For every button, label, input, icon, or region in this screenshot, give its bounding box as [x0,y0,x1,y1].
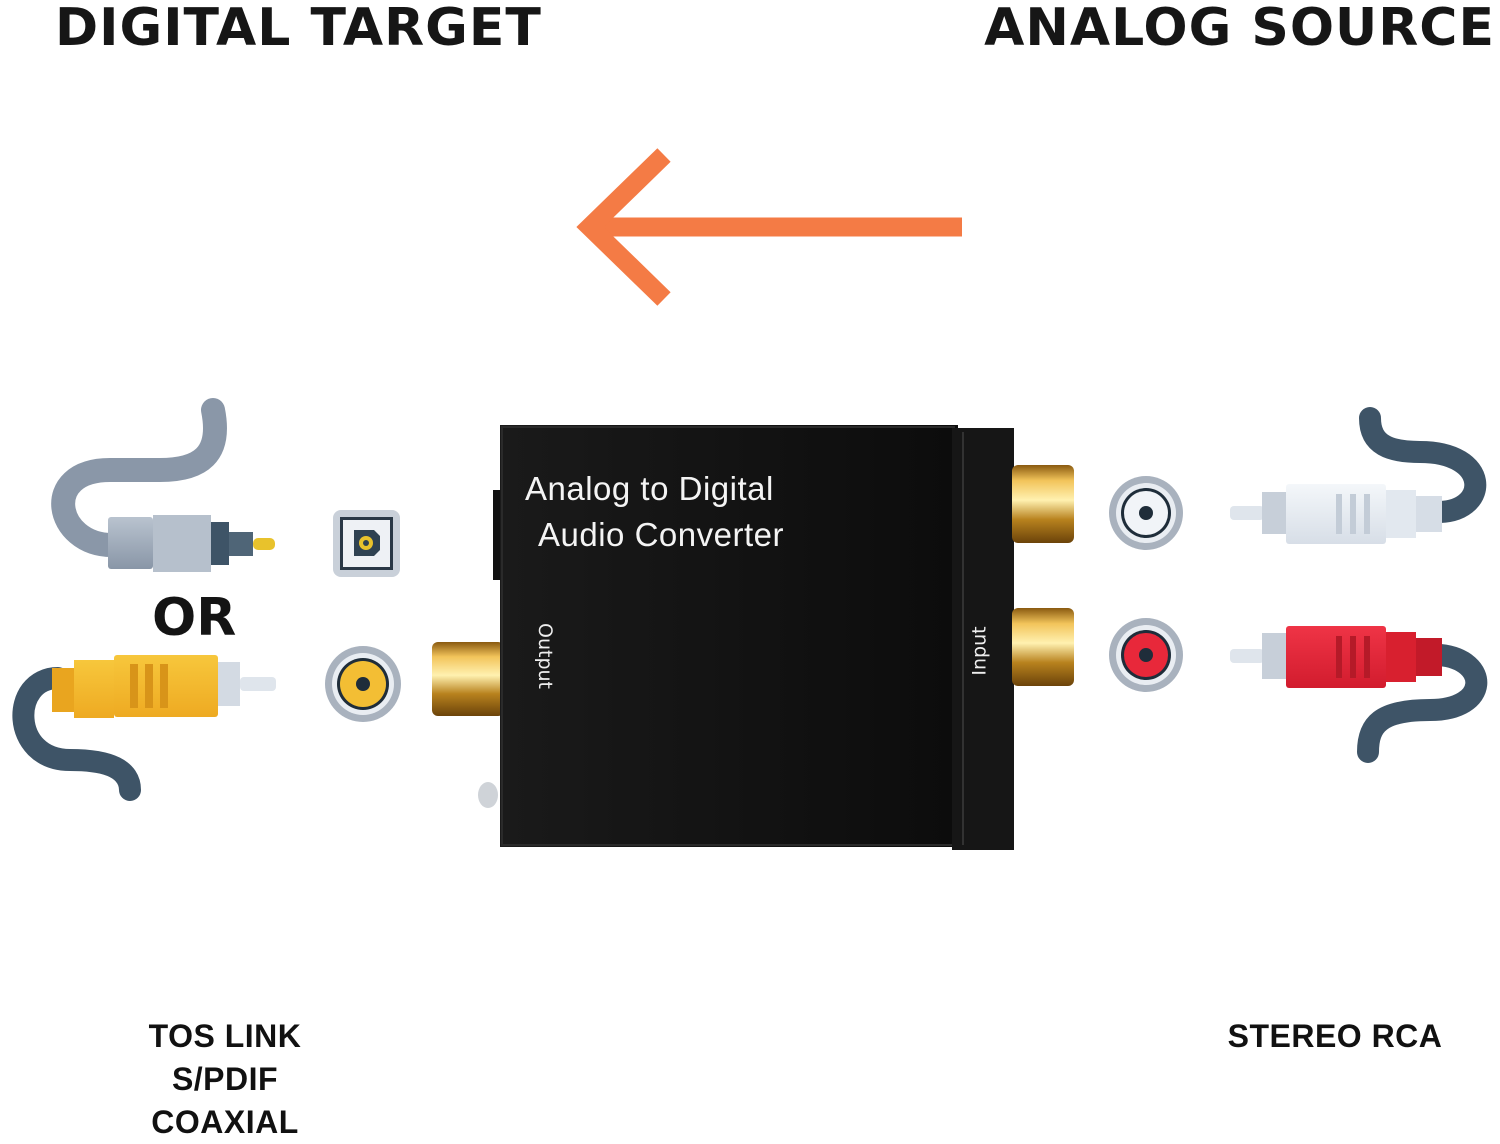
analog-caption: STEREO RCA [1205,1015,1465,1058]
arrow-left-icon [576,148,962,306]
coaxial-cable-icon [12,655,276,801]
toslink-cable-icon [51,398,275,572]
device-label-line1: Analog to Digital [525,470,774,507]
output-label: Output [534,623,556,689]
caption-line-coaxial: COAXIAL [151,1104,299,1140]
caption-line-toslink: TOS LINK [148,1018,302,1054]
digital-target-title: DIGITAL TARGET [55,0,542,58]
converter-device [432,425,1074,850]
or-label: OR [152,588,237,648]
white-rca-port-icon [1109,476,1183,550]
digital-caption: TOS LINK S/PDIF COAXIAL [130,1015,320,1144]
coaxial-port-icon [325,646,401,722]
red-rca-cable-icon [1230,626,1488,763]
white-rca-cable-icon [1230,407,1487,544]
optical-port-icon [333,510,400,577]
input-label: Input [968,626,991,676]
red-rca-port-icon [1109,618,1183,692]
caption-line-spdif: S/PDIF [171,1061,279,1097]
caption-line-stereo-rca: STEREO RCA [1227,1018,1443,1054]
device-label-line2: Audio Converter [538,516,784,553]
analog-source-title: ANALOG SOURCE [984,0,1495,58]
